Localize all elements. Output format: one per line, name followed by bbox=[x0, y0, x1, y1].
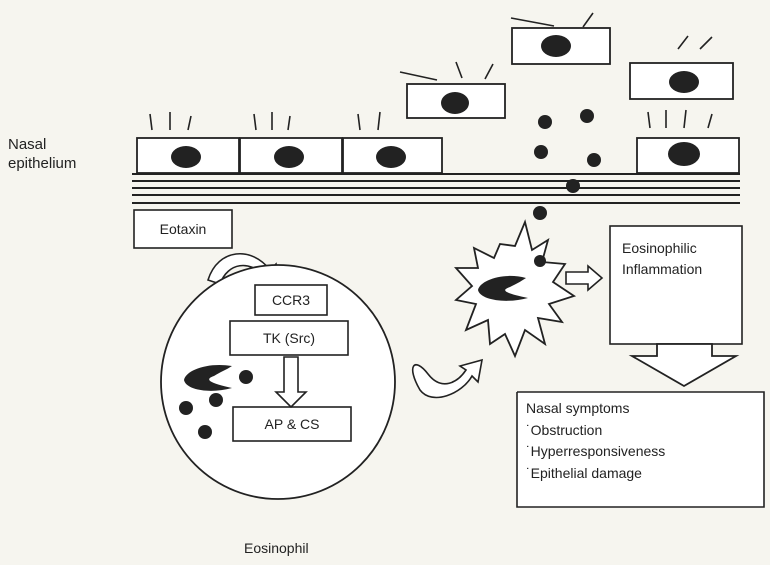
epithelium-label: Nasal epithelium bbox=[8, 136, 76, 174]
symptom-item: ˙Epithelial damage bbox=[526, 463, 665, 485]
symptom-item: ˙Obstruction bbox=[526, 420, 665, 442]
symptoms-list: Nasal symptoms ˙Obstruction ˙Hyperrespon… bbox=[526, 398, 665, 485]
ccr3-label: CCR3 bbox=[255, 285, 327, 315]
eosinophil-label: Eosinophil bbox=[244, 540, 309, 558]
activated-granule bbox=[534, 255, 546, 267]
tk-label: TK (Src) bbox=[230, 321, 348, 355]
epithelial-cell bbox=[637, 110, 739, 173]
inflammation-label: Eosinophilic Inflammation bbox=[622, 238, 702, 280]
symptom-item: ˙Hyperresponsiveness bbox=[526, 441, 665, 463]
inflammation-line2: Inflammation bbox=[622, 259, 702, 280]
activated-eosinophil bbox=[456, 222, 574, 356]
to-inflammation-arrow bbox=[566, 266, 602, 290]
detached-epithelial-cell bbox=[400, 62, 505, 118]
symptoms-title: Nasal symptoms bbox=[526, 398, 665, 420]
inflammation-down-arrow bbox=[632, 344, 736, 386]
migration-arrow bbox=[413, 360, 482, 397]
basement-membrane bbox=[132, 174, 740, 203]
epithelium-label-line1: Nasal bbox=[8, 136, 76, 155]
detached-epithelial-cell bbox=[630, 36, 733, 99]
epithelial-cell bbox=[137, 112, 239, 173]
epithelial-cell bbox=[240, 112, 342, 173]
epithelium-label-line2: epithelium bbox=[8, 155, 76, 174]
eotaxin-label: Eotaxin bbox=[134, 210, 232, 248]
ap-cs-label: AP & CS bbox=[233, 407, 351, 441]
detached-epithelial-cell bbox=[511, 13, 610, 64]
epithelial-cell bbox=[343, 112, 442, 173]
inflammation-line1: Eosinophilic bbox=[622, 238, 702, 259]
